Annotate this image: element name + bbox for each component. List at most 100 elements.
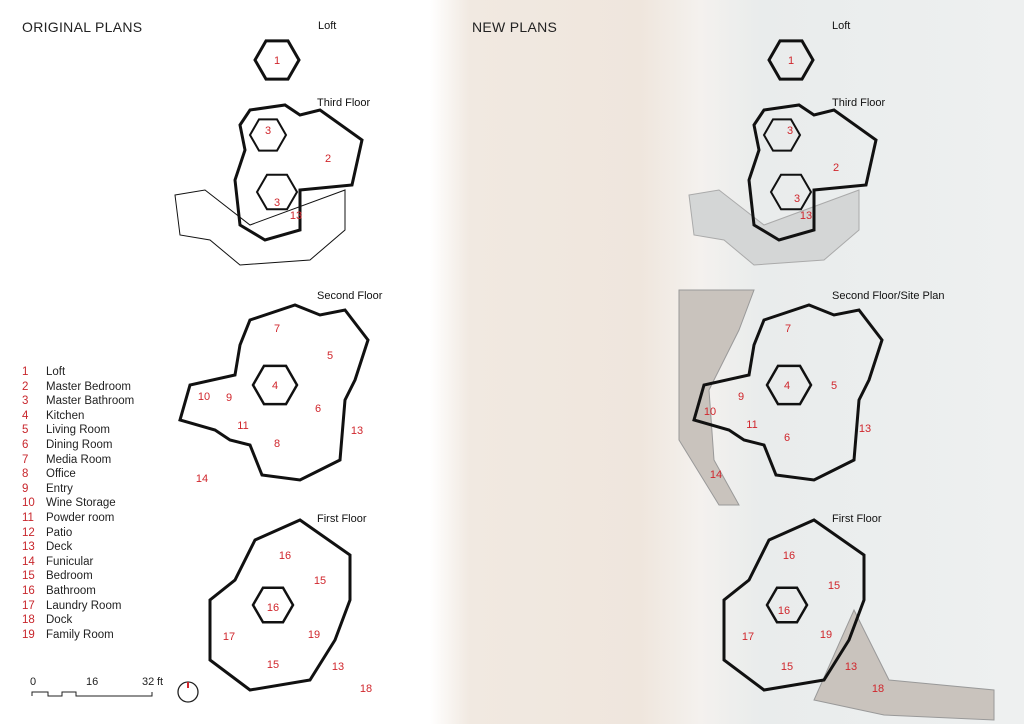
room-number-tag: 15 (314, 575, 326, 587)
legend-label: Deck (46, 541, 73, 554)
legend-number: 11 (22, 511, 34, 524)
new-loft-label: Loft (832, 20, 851, 32)
orig-third-floor-deck (174, 189, 346, 266)
legend-number: 3 (22, 395, 29, 408)
room-number-tag: 3 (274, 197, 280, 209)
orig-second-floor-label: Second Floor (317, 290, 383, 302)
room-number-tag: 13 (859, 423, 871, 435)
new-third-bath-upper (762, 118, 802, 152)
new-second-floor-label: Second Floor/Site Plan (832, 290, 945, 302)
orig-kitchen-outline (251, 364, 299, 406)
room-number-tag: 14 (710, 469, 722, 481)
room-number-tag: 13 (800, 210, 812, 222)
room-number-tag: 14 (196, 473, 208, 485)
legend-label: Bathroom (46, 584, 96, 597)
legend-label: Dock (46, 614, 73, 627)
room-number-tag: 11 (237, 420, 248, 432)
new-first-floor-deck (813, 608, 995, 721)
room-number-tag: 13 (351, 425, 363, 437)
legend-label: Laundry Room (46, 599, 122, 612)
room-number-tag: 11 (746, 419, 757, 431)
room-number-tag: 16 (783, 550, 795, 562)
legend-label: Bedroom (46, 570, 93, 583)
new-first-floor-bath (765, 586, 809, 624)
orig-first-floor-bath (251, 586, 295, 624)
legend-label: Powder room (46, 511, 115, 524)
legend-number: 18 (22, 614, 35, 627)
room-number-tag: 2 (325, 153, 331, 165)
legend-number: 2 (22, 380, 29, 393)
legend-number: 8 (22, 468, 29, 481)
new-third-bath-lower (769, 173, 813, 211)
room-number-tag: 15 (828, 580, 840, 592)
orig-first-floor-outline (208, 518, 352, 692)
room-number-tag: 10 (704, 406, 716, 418)
legend-number: 6 (22, 438, 29, 451)
new-third-floor-label: Third Floor (832, 97, 886, 109)
legend-number: 9 (22, 482, 29, 495)
new-loft-outline (767, 39, 815, 81)
new-first-floor-label: First Floor (832, 513, 882, 525)
legend-label: Living Room (46, 424, 110, 437)
new-plans-heading: NEW PLANS (472, 19, 558, 35)
room-number-tag: 7 (785, 323, 791, 335)
orig-third-floor-label: Third Floor (317, 97, 371, 109)
orig-third-bath-lower (255, 173, 299, 211)
room-number-tag: 1 (788, 55, 794, 67)
legend-label: Dining Room (46, 438, 113, 451)
orig-second-floor-outline (178, 303, 370, 482)
original-plans-heading: ORIGINAL PLANS (22, 19, 143, 35)
scale-tick-16: 16 (86, 676, 99, 688)
room-number-tag: 3 (787, 125, 793, 137)
room-number-tag: 1 (274, 55, 280, 67)
legend-label: Kitchen (46, 409, 85, 422)
orig-first-floor-label: First Floor (317, 513, 367, 525)
orig-third-bath-upper (248, 118, 288, 152)
new-second-floor-outline (692, 303, 884, 482)
room-number-tag: 13 (290, 210, 302, 222)
new-first-floor-outline (722, 518, 866, 692)
room-number-tag: 10 (198, 391, 210, 403)
legend-item: 13 Deck (22, 540, 134, 555)
room-number-tag: 7 (274, 323, 280, 335)
legend-label: Master Bedroom (46, 380, 132, 393)
new-kitchen-outline (765, 364, 813, 406)
legend-item: 5 Living Room (22, 423, 134, 438)
room-number-tag: 16 (267, 602, 279, 614)
legend-item: 2 Master Bedroom (22, 380, 134, 395)
room-number-tag: 19 (308, 629, 320, 641)
orig-loft-label: Loft (318, 20, 337, 32)
room-number-tag: 19 (820, 629, 832, 641)
room-number-tag: 18 (872, 683, 884, 695)
room-number-tag: 15 (267, 659, 279, 671)
room-number-tag: 3 (265, 125, 271, 137)
room-number-tag: 4 (784, 380, 790, 392)
room-number-tag: 9 (738, 391, 744, 403)
legend-item: 11 Powder room (22, 511, 134, 526)
legend-number: 14 (22, 555, 35, 568)
scale-tick-0: 0 (30, 676, 37, 688)
legend-number: 10 (22, 497, 35, 510)
new-third-floor-outline (747, 103, 878, 242)
scale-unit: ft (157, 676, 164, 688)
room-number-tag: 17 (742, 631, 754, 643)
room-number-tag: 4 (272, 380, 278, 392)
legend-number: 13 (22, 541, 35, 554)
legend-label: Master Bathroom (46, 395, 135, 408)
room-number-tag: 13 (332, 661, 344, 673)
room-number-tag: 17 (223, 631, 235, 643)
room-number-tag: 5 (327, 350, 333, 362)
orig-third-floor-outline (233, 103, 364, 242)
legend-number: 5 (22, 424, 29, 437)
